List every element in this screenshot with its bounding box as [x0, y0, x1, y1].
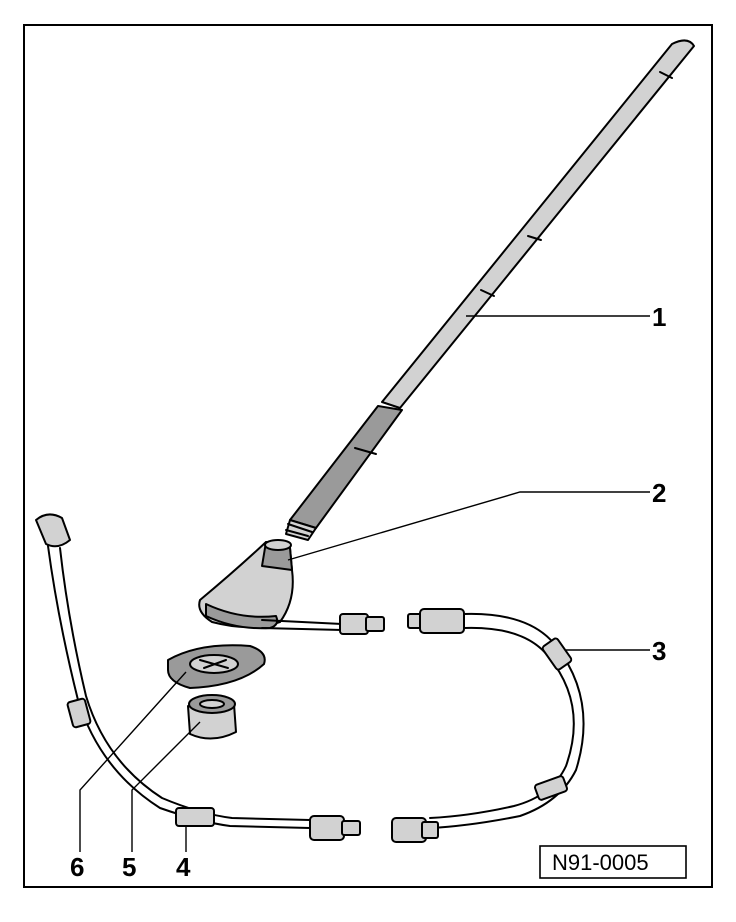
leader-line-5 — [131, 721, 201, 852]
reference-code: N91-0005 — [552, 850, 649, 875]
reference-code-box: N91-0005 — [539, 845, 687, 879]
antenna-rod — [285, 39, 695, 541]
seal — [167, 644, 266, 689]
cable-lower — [35, 513, 361, 841]
nut — [187, 694, 237, 740]
callout-4: 4 — [176, 852, 191, 882]
leader-line-6 — [79, 671, 187, 852]
callout-2: 2 — [652, 478, 666, 508]
callout-1: 1 — [652, 302, 666, 332]
leader-line-2 — [287, 491, 650, 561]
antenna-base — [198, 539, 385, 635]
callout-5: 5 — [122, 852, 136, 882]
callout-3: 3 — [652, 636, 666, 666]
cable-right — [391, 608, 585, 843]
callout-6: 6 — [70, 852, 84, 882]
